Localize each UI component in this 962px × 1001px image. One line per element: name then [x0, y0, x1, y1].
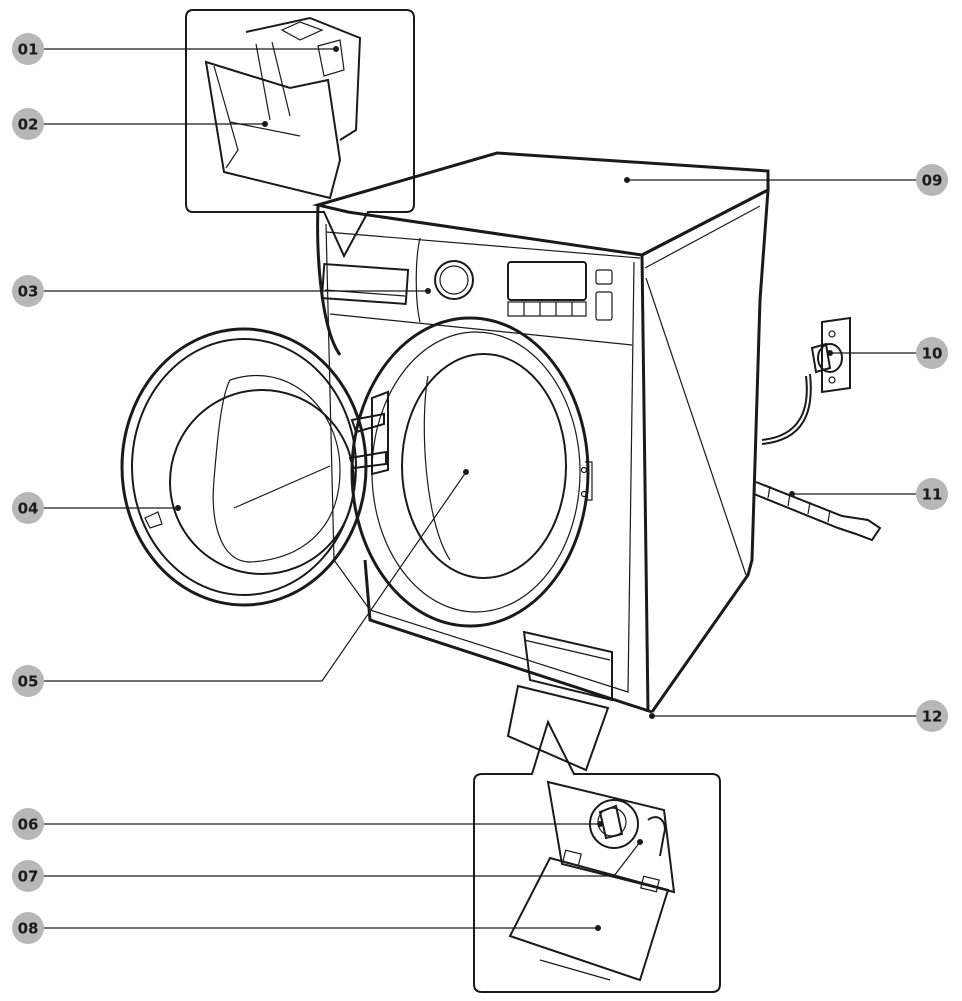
badge-02: 02 [12, 108, 44, 140]
leader-07 [44, 841, 641, 877]
badge-05-label: 05 [18, 673, 39, 691]
badge-08: 08 [12, 912, 44, 944]
badge-02-label: 02 [18, 116, 39, 134]
filter-cover [522, 630, 613, 702]
leader-05 [44, 471, 467, 682]
badge-04-label: 04 [18, 500, 39, 518]
badge-11-label: 11 [922, 486, 943, 504]
badge-05: 05 [12, 665, 44, 697]
badge-06: 06 [12, 808, 44, 840]
badge-03-label: 03 [18, 283, 39, 301]
badge-04: 04 [12, 492, 44, 524]
badge-07-label: 07 [18, 868, 39, 886]
badge-10-label: 10 [922, 345, 943, 363]
control-panel [320, 237, 613, 323]
drum-opening [350, 316, 593, 628]
filter-inset [473, 684, 721, 993]
callout-badges: 01 02 03 04 05 06 07 08 [12, 33, 948, 944]
badge-09-label: 09 [922, 172, 943, 190]
badge-03: 03 [12, 275, 44, 307]
badge-08-label: 08 [18, 920, 39, 938]
badge-11: 11 [916, 478, 948, 510]
badge-10: 10 [916, 337, 948, 369]
open-door [120, 327, 389, 607]
detergent-drawer-inset [185, 9, 415, 259]
badge-01: 01 [12, 33, 44, 65]
badge-12-label: 12 [922, 708, 943, 726]
power-cord [761, 316, 851, 445]
badge-09: 09 [916, 164, 948, 196]
badge-12: 12 [916, 700, 948, 732]
anchor-dots [175, 46, 833, 931]
badge-06-label: 06 [18, 816, 39, 834]
badge-07: 07 [12, 860, 44, 892]
drain-hose [753, 481, 882, 542]
badge-01-label: 01 [18, 41, 39, 59]
machine-body [312, 151, 770, 714]
leader-lines [44, 48, 916, 929]
